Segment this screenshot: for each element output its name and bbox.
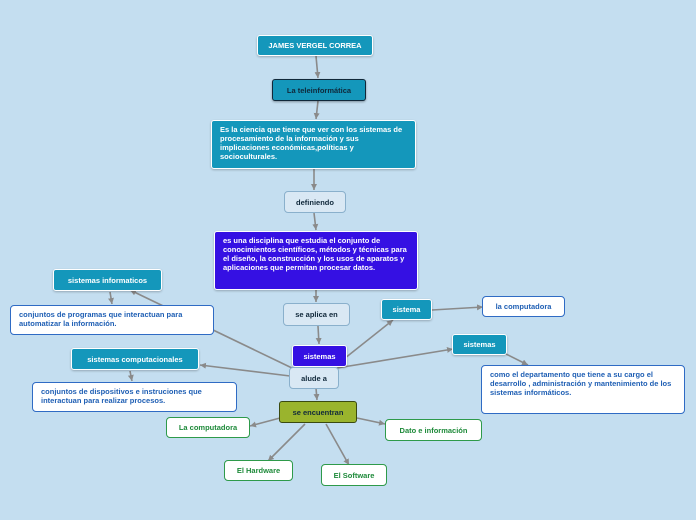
edge-encuentran-software (325, 423, 350, 466)
node-conjuntos-programas-label: conjuntos de programas que interactuan p… (19, 310, 183, 328)
edge-informaticos-programas (108, 291, 114, 305)
edge-alude-encuentran (313, 387, 320, 401)
node-sistemas-informaticos-label: sistemas informaticos (67, 275, 148, 285)
node-la-computadora-left-label: La computadora (178, 423, 238, 432)
edge-alude-computacionales (199, 362, 291, 377)
edge-topic-definition (313, 100, 320, 120)
node-sistemas-computacionales[interactable]: sistemas computacionales (71, 348, 199, 370)
node-sistema[interactable]: sistema (381, 299, 432, 320)
node-discipline-label: es una disciplina que estudia el conjunt… (223, 236, 407, 272)
node-conjuntos-dispositivos[interactable]: conjuntos de dispositivos e instruciones… (32, 382, 237, 412)
node-sistemas-computacionales-label: sistemas computacionales (87, 354, 183, 364)
node-alude[interactable]: alude a (289, 367, 339, 389)
node-topic-label: La teleinformática (286, 85, 352, 95)
node-el-hardware-label: El Hardware (236, 466, 281, 475)
edge-encuentran-dato (356, 417, 386, 426)
node-se-encuentran-label: se encuentran (292, 407, 344, 417)
node-la-computadora-right-label: la computadora (495, 302, 552, 311)
node-se-encuentran[interactable]: se encuentran (279, 401, 357, 423)
node-sistema-label: sistema (392, 305, 421, 314)
edge-author-topic (314, 55, 321, 79)
node-conjuntos-dispositivos-label: conjuntos de dispositivos e instruciones… (41, 387, 202, 405)
node-applies[interactable]: se aplica en (283, 303, 350, 326)
node-alude-label: alude a (301, 373, 327, 383)
edge-sistemas-departamento (505, 353, 529, 366)
node-definition-label: Es la ciencia que tiene que ver con los … (220, 125, 403, 161)
node-el-hardware[interactable]: El Hardware (224, 460, 293, 481)
node-discipline[interactable]: es una disciplina que estudia el conjunt… (214, 231, 418, 290)
edge-applies-sistemas (315, 325, 322, 345)
edge-encuentran-computadora (249, 417, 281, 428)
node-sistemas-purple[interactable]: sistemas (292, 345, 347, 367)
node-applies-label: se aplica en (295, 310, 338, 319)
node-author[interactable]: JAMES VERGEL CORREA (257, 35, 373, 56)
node-conjuntos-programas[interactable]: conjuntos de programas que interactuan p… (10, 305, 214, 335)
node-dato-informacion-label: Dato e información (399, 425, 468, 435)
node-defining[interactable]: definiendo (284, 191, 346, 213)
node-la-computadora-left[interactable]: La computadora (166, 417, 250, 438)
node-sistemas-teal[interactable]: sistemas (452, 334, 507, 355)
node-dato-informacion[interactable]: Dato e información (385, 419, 482, 441)
node-topic[interactable]: La teleinformática (272, 79, 366, 101)
node-sistemas-informaticos[interactable]: sistemas informaticos (53, 269, 162, 291)
node-la-computadora-right[interactable]: la computadora (482, 296, 565, 317)
node-author-label: JAMES VERGEL CORREA (268, 41, 362, 50)
edge-defining-discipline (312, 212, 319, 231)
edge-sistema-computadora (431, 304, 484, 311)
node-sistemas-teal-label: sistemas (463, 340, 496, 349)
edge-alude-sistemas-teal (336, 347, 454, 369)
node-departamento-label: como el departamento que tiene a su carg… (490, 370, 672, 397)
edge-encuentran-hardware (267, 423, 306, 462)
node-defining-label: definiendo (296, 197, 334, 207)
node-el-software[interactable]: El Software (321, 464, 387, 486)
edge-computacionales-dispositivos (127, 370, 134, 382)
node-sistemas-purple-label: sistemas (303, 351, 336, 361)
node-definition[interactable]: Es la ciencia que tiene que ver con los … (211, 120, 416, 169)
node-departamento[interactable]: como el departamento que tiene a su carg… (481, 365, 685, 414)
node-el-software-label: El Software (333, 470, 375, 480)
